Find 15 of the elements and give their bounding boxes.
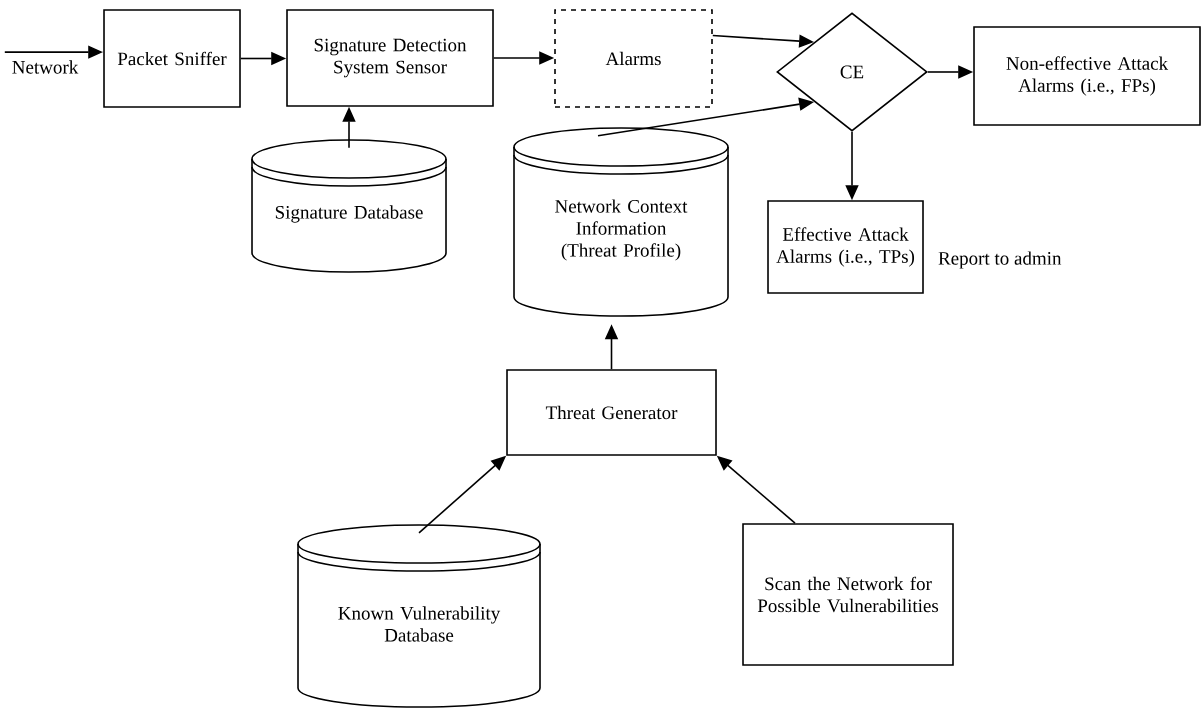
node-label: Known Vulnerability Database [338, 606, 501, 642]
side-note: Report to admin [938, 251, 1062, 269]
database-cylinder: Network Context Information (Threat Profile) [513, 127, 729, 317]
process-box: Packet Sniffer [103, 9, 241, 108]
database-cylinder: Signature Database [251, 139, 447, 273]
node-label: Signature Database [275, 205, 423, 223]
process-box: Scan the Network for Possible Vulnerabilities [742, 523, 954, 666]
node-label: Network Context Information (Threat Profile) [555, 199, 688, 261]
result-box: Effective Attack Alarms (i.e., TPs) [767, 200, 924, 294]
output-box: Alarms [554, 9, 713, 108]
process-box: Threat Generator [506, 369, 717, 456]
result-box: Non-effective Attack Alarms (i.e., FPs) [973, 26, 1201, 126]
database-cylinder: Known Vulnerability Database [297, 524, 541, 708]
input-label: Network [12, 60, 79, 74]
process-box: Signature Detection System Sensor [286, 9, 494, 107]
